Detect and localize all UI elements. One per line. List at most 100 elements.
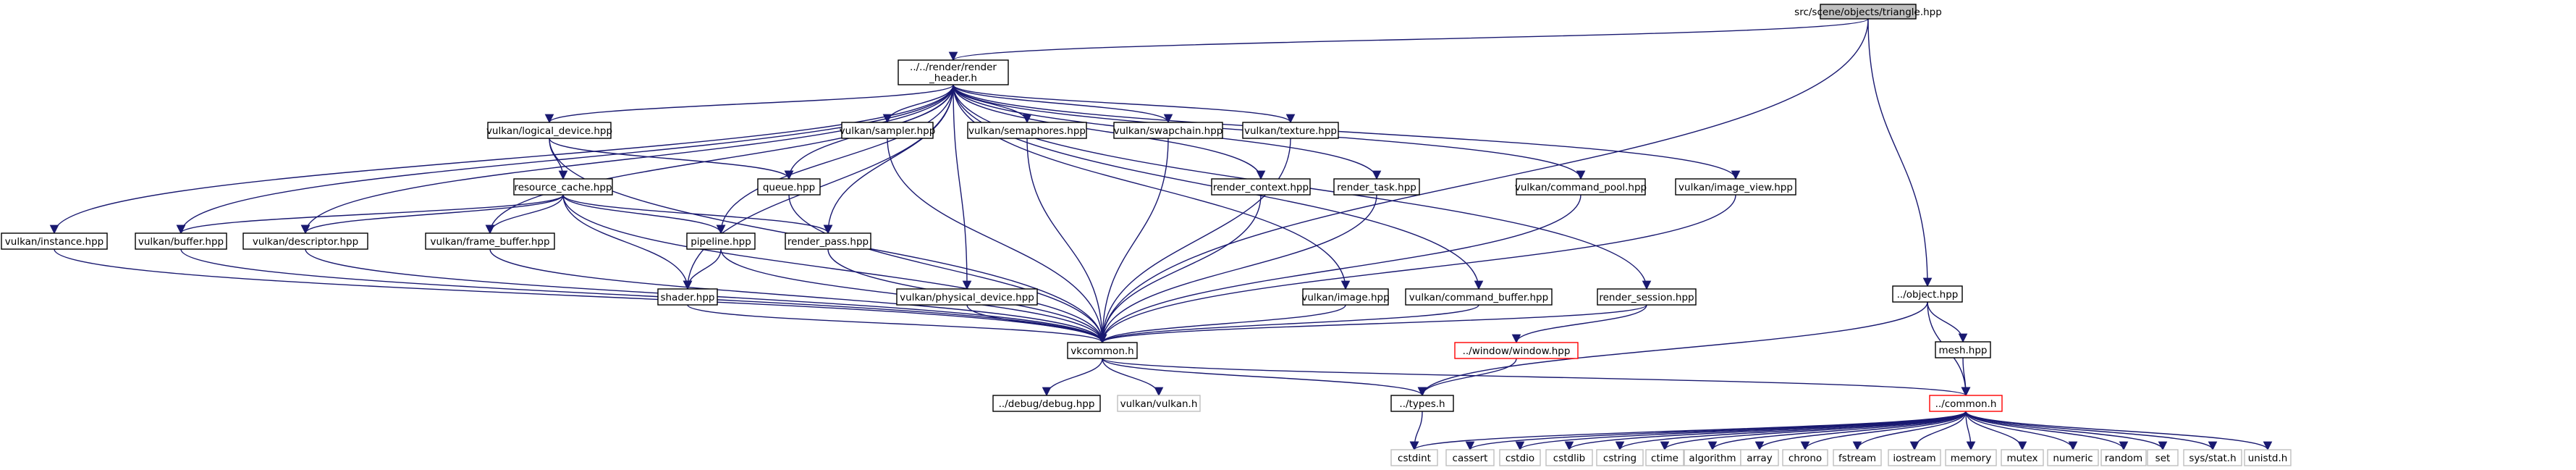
node-common[interactable]: ../common.h [1929,395,2003,412]
node-pipeline[interactable]: pipeline.hpp [686,232,756,250]
node-sys_stat[interactable]: sys/stat.h [2183,449,2242,466]
node-box-chrono [1782,449,1828,466]
node-iostream[interactable]: iostream [1888,449,1941,466]
node-label-logical_device: vulkan/logical_device.hpp [486,125,612,137]
node-cstdint[interactable]: cstdint [1390,449,1438,466]
node-box-types [1390,395,1454,412]
node-mesh[interactable]: mesh.hpp [1935,341,1991,358]
edge-resource_cache-to-descriptor [300,194,564,235]
node-box-mutex [2001,449,2044,466]
node-box-swapchain [1113,122,1223,139]
node-render_header[interactable]: ../../render/render_header.h [898,59,1009,85]
node-ctime[interactable]: ctime [1645,449,1684,466]
node-physical_device[interactable]: vulkan/physical_device.hpp [896,288,1038,306]
node-cstdlib[interactable]: cstdlib [1545,449,1593,466]
node-unistd[interactable]: unistd.h [2244,449,2292,466]
edge-common-to-cstdlib [1564,411,1967,451]
node-label-sampler: vulkan/sampler.hpp [840,125,936,137]
node-instance[interactable]: vulkan/instance.hpp [1,232,108,250]
edge-common-to-memory [1965,411,1976,451]
edge-common-to-algorithm [1707,411,1967,451]
node-label-common: ../common.h [1935,398,1997,410]
node-box-triangle [1820,4,1917,20]
node-label-random: random [2105,453,2142,464]
node-label-cstdint: cstdint [1398,453,1431,464]
node-label-vkcommon: vkcommon.h [1070,345,1133,357]
node-shader[interactable]: shader.hpp [657,288,718,306]
node-label-types: ../types.h [1399,398,1445,410]
node-render_pass[interactable]: render_pass.hpp [785,232,871,250]
node-descriptor[interactable]: vulkan/descriptor.hpp [242,232,368,250]
node-box-image_view [1675,178,1796,196]
edge-queue-to-vkcommon [788,194,1107,344]
node-label-buffer: vulkan/buffer.hpp [138,236,224,248]
node-label-triangle: src/scene/objects/triangle.hpp [1794,7,1942,18]
node-box-resource_cache [513,178,613,196]
node-frame_buffer[interactable]: vulkan/frame_buffer.hpp [425,232,555,250]
node-numeric[interactable]: numeric [2047,449,2099,466]
node-debug[interactable]: ../debug/debug.hpp [992,395,1101,412]
node-cstring[interactable]: cstring [1596,449,1644,466]
edge-render_task-to-vkcommon [1097,194,1377,344]
node-algorithm[interactable]: algorithm [1684,449,1741,466]
node-fstream[interactable]: fstream [1833,449,1882,466]
edge-resource_cache-to-pipeline [562,194,726,235]
node-mutex[interactable]: mutex [2001,449,2044,466]
node-vkcommon[interactable]: vkcommon.h [1067,342,1138,359]
node-label-instance: vulkan/instance.hpp [5,236,104,248]
node-object[interactable]: ../object.hpp [1892,285,1963,303]
node-texture[interactable]: vulkan/texture.hpp [1242,122,1339,139]
node-buffer[interactable]: vulkan/buffer.hpp [135,232,227,250]
node-array[interactable]: array [1740,449,1779,466]
edge-buffer-to-vkcommon [180,248,1107,344]
node-memory[interactable]: memory [1945,449,1997,466]
node-box-mesh [1935,341,1991,358]
node-vk_image[interactable]: vulkan/image.hpp [1301,288,1390,306]
node-triangle[interactable]: src/scene/objects/triangle.hpp [1794,4,1942,20]
edge-physical_device-to-vkcommon [966,304,1107,344]
node-queue[interactable]: queue.hpp [757,178,821,196]
node-image_view[interactable]: vulkan/image_view.hpp [1675,178,1796,196]
node-label-mesh: mesh.hpp [1938,345,1987,356]
edge-common-to-ctime [1660,411,1967,451]
node-label-memory: memory [1951,453,1991,464]
node-random[interactable]: random [2100,449,2147,466]
node-box-vulkan_h [1117,395,1201,412]
node-cstdio[interactable]: cstdio [1499,449,1541,466]
edge-common-to-cassert [1465,411,1967,451]
node-label-physical_device: vulkan/physical_device.hpp [900,292,1034,303]
node-chrono[interactable]: chrono [1782,449,1828,466]
node-vulkan_h[interactable]: vulkan/vulkan.h [1117,395,1201,412]
node-box-frame_buffer [425,232,555,250]
node-label-iostream: iostream [1893,453,1935,464]
edge-image_view-to-vkcommon [1097,194,1736,344]
edge-common-to-fstream [1852,411,1967,451]
node-command_pool[interactable]: vulkan/command_pool.hpp [1515,178,1647,196]
node-label-sys_stat: sys/stat.h [2189,453,2236,464]
node-render_session[interactable]: render_session.hpp [1597,288,1697,306]
node-swapchain[interactable]: vulkan/swapchain.hpp [1113,122,1223,139]
node-label-frame_buffer: vulkan/frame_buffer.hpp [430,236,549,248]
node-label-object: ../object.hpp [1897,289,1959,301]
edge-window-to-types [1417,358,1517,397]
node-command_buffer[interactable]: vulkan/command_buffer.hpp [1405,288,1553,306]
node-sampler[interactable]: vulkan/sampler.hpp [840,122,936,139]
node-label-queue: queue.hpp [763,182,815,193]
node-resource_cache[interactable]: resource_cache.hpp [513,178,613,196]
node-render_context[interactable]: render_context.hpp [1211,178,1311,196]
edge-resource_cache-to-render_pass [562,194,833,235]
node-cassert[interactable]: cassert [1445,449,1495,466]
node-logical_device[interactable]: vulkan/logical_device.hpp [486,122,612,139]
node-semaphores[interactable]: vulkan/semaphores.hpp [967,122,1087,139]
node-window[interactable]: ../window/window.hpp [1454,342,1579,359]
node-types[interactable]: ../types.h [1390,395,1454,412]
node-render_task[interactable]: render_task.hpp [1333,178,1420,196]
edge-object-to-types [1417,301,1928,397]
node-set[interactable]: set [2147,449,2179,466]
edge-frame_buffer-to-vkcommon [489,248,1107,344]
edge-vkcommon-to-common [1102,358,1970,397]
edge-common-to-random [1965,411,2129,451]
node-label-semaphores: vulkan/semaphores.hpp [968,125,1086,137]
node-label-vulkan_h: vulkan/vulkan.h [1120,398,1198,410]
